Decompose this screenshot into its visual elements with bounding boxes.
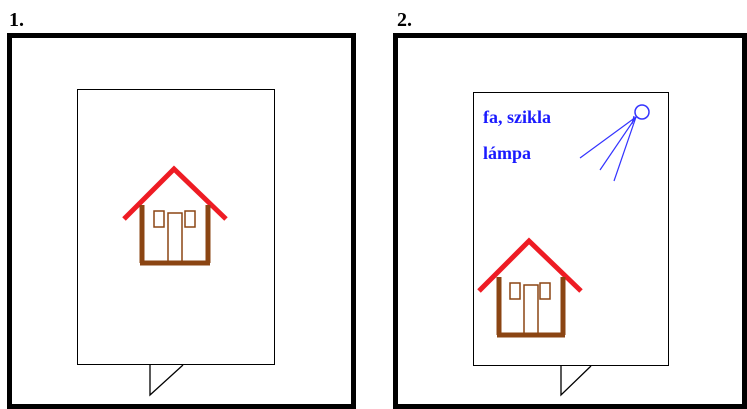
house-roof bbox=[479, 241, 581, 291]
